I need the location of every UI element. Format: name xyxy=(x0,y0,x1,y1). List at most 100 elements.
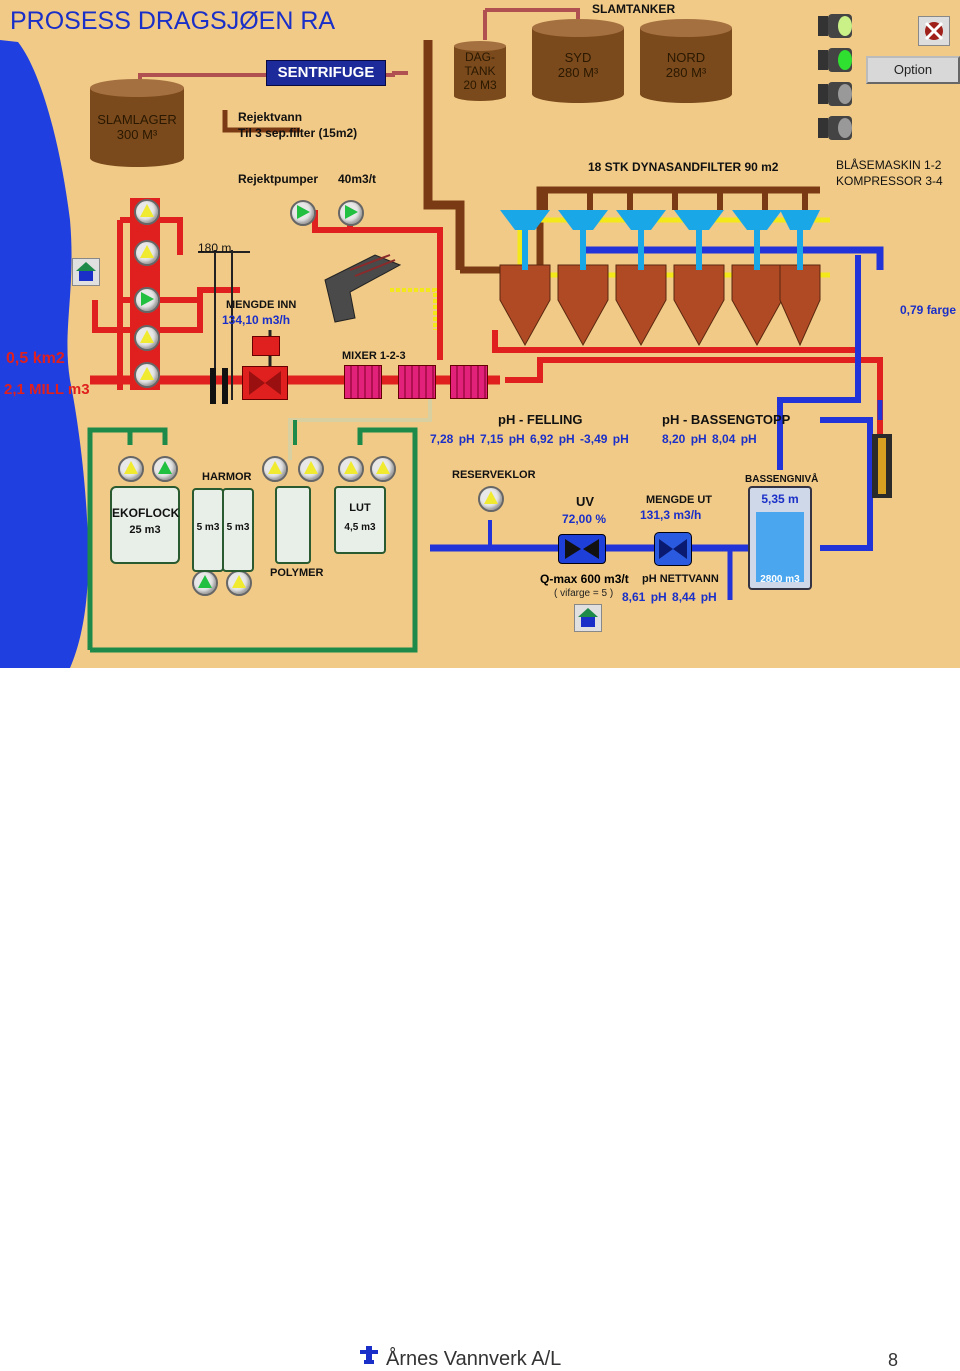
ph-felling-values: 7,28 pH 7,15 pH 6,92 pH -3,49 pH xyxy=(430,432,629,446)
intake-pump-1[interactable] xyxy=(134,199,160,225)
close-icon xyxy=(924,21,944,41)
harmor-tank-1: 5 m3 xyxy=(192,488,224,572)
bassengniva-value: 5,35 m xyxy=(761,492,799,506)
screen-unit xyxy=(324,254,402,323)
option-button[interactable]: Option xyxy=(866,56,960,84)
reserveklor-label: RESERVEKLOR xyxy=(452,469,536,481)
mixer-label: MIXER 1-2-3 xyxy=(342,350,406,362)
sentrifuge-label: SENTRIFUGE xyxy=(277,64,375,81)
rejektpumper-label: Rejektpumper xyxy=(238,172,319,186)
bassengniva-label: BASSENGNIVÅ xyxy=(745,474,819,485)
intake-house-button[interactable] xyxy=(72,258,100,286)
alarm-close-button[interactable] xyxy=(918,16,950,46)
lut-label: LUT xyxy=(349,502,371,514)
polymer-label: POLYMER xyxy=(270,567,324,579)
rejekt-pump-2[interactable] xyxy=(338,200,364,226)
distance-label: 180 m xyxy=(198,241,232,255)
mixer-1[interactable] xyxy=(344,365,382,399)
pump-icon xyxy=(376,461,390,474)
rejektvann-label: Rejektvann xyxy=(238,110,303,124)
syd-tank xyxy=(532,19,624,103)
intake-pump-5[interactable] xyxy=(134,362,160,388)
pump-icon xyxy=(268,461,282,474)
uv-label: UV xyxy=(576,494,595,509)
house-icon xyxy=(578,608,598,627)
intake-pump-3[interactable] xyxy=(134,287,160,313)
pump-icon xyxy=(140,245,154,258)
slamlager-tank xyxy=(90,79,184,167)
harmor-pump-2[interactable] xyxy=(226,570,252,596)
outlet-house-button[interactable] xyxy=(574,604,602,632)
lut-pump-1[interactable] xyxy=(338,456,364,482)
lut-pump-2[interactable] xyxy=(370,456,396,482)
pump-icon xyxy=(140,204,154,217)
mengde-ut-value: 131,3 m3/h xyxy=(640,508,702,522)
harmor-tank-2: 5 m3 xyxy=(222,488,254,572)
mixer-3[interactable] xyxy=(450,365,488,399)
harmor-label: HARMOR xyxy=(202,471,252,483)
sentrifuge-box[interactable]: SENTRIFUGE xyxy=(266,60,386,86)
rejekt-flow-value: 40m3/t xyxy=(338,172,377,186)
pump-icon xyxy=(198,575,212,588)
outflow-meter[interactable] xyxy=(654,532,692,566)
polymer-pump-1[interactable] xyxy=(262,456,288,482)
uv-unit[interactable] xyxy=(558,534,606,564)
nord-tank xyxy=(640,19,732,103)
ekoflock-label: EKOFLOCK xyxy=(112,506,180,520)
valve-icon xyxy=(659,539,687,559)
pump-icon xyxy=(297,205,310,219)
blasemaskin-label: BLÅSEMASKIN 1-2 xyxy=(836,158,942,172)
rejekt-pump-1[interactable] xyxy=(290,200,316,226)
harmor-pump-1[interactable] xyxy=(192,570,218,596)
ekoflock-pump-2[interactable] xyxy=(152,456,178,482)
mengde-ut-label: MENGDE UT xyxy=(646,494,712,506)
polymer-pump-2[interactable] xyxy=(298,456,324,482)
kompressor-label: KOMPRESSOR 3-4 xyxy=(836,174,943,188)
dagtank-tank xyxy=(454,41,506,101)
ph-nettvann-label: pH NETTVANN xyxy=(642,573,719,585)
intake-pump-2[interactable] xyxy=(134,240,160,266)
pump-icon xyxy=(140,330,154,343)
qmax-label: Q-max 600 m3/t xyxy=(540,572,629,586)
status-lamps xyxy=(816,12,856,142)
level-gauge xyxy=(872,434,892,498)
lake-volume-label: 2,1 MILL m3 xyxy=(4,381,90,398)
ph-felling-label: pH - FELLING xyxy=(498,412,583,427)
reserveklor-pump[interactable] xyxy=(478,486,504,512)
pump-icon xyxy=(140,367,154,380)
ekoflock-pump-1[interactable] xyxy=(118,456,144,482)
pump-icon xyxy=(141,292,154,306)
house-icon xyxy=(76,262,96,281)
pump-icon xyxy=(345,205,358,219)
page-number: 8 xyxy=(888,1350,899,1370)
lake-area-label: 0,5 km2 xyxy=(6,350,65,367)
mengde-inn-label: MENGDE INN xyxy=(226,299,297,311)
ph-bassengtopp-values: 8,20 pH 8,04 pH xyxy=(662,432,757,446)
pump-icon xyxy=(484,491,498,504)
slide-footer: Årnes Vannverk A/L 8 xyxy=(0,668,960,1370)
pump-icon xyxy=(304,461,318,474)
mengde-inn-value: 134,10 m3/h xyxy=(222,313,291,327)
lut-volume: 4,5 m3 xyxy=(344,522,376,533)
ekoflock-volume: 25 m3 xyxy=(129,524,161,536)
flow-meter-head xyxy=(252,336,280,356)
flow-meter-body xyxy=(242,366,288,400)
bassengniva-fill xyxy=(756,512,804,582)
pump-icon xyxy=(232,575,246,588)
ekoflock-tank: EKOFLOCK 25 m3 xyxy=(110,486,180,564)
ph-bassengtopp-label: pH - BASSENGTOPP xyxy=(662,412,791,427)
sandfilter-label: 18 STK DYNASANDFILTER 90 m2 xyxy=(588,160,779,174)
intake-pump-4[interactable] xyxy=(134,325,160,351)
ph-nettvann-values: 8,61 pH 8,44 pH xyxy=(622,590,717,604)
mixer-2[interactable] xyxy=(398,365,436,399)
faucet-icon xyxy=(360,1346,378,1364)
polymer-tank xyxy=(275,486,311,564)
page-title: PROSESS DRAGSJØEN RA xyxy=(10,7,336,35)
bassengniva-tank: 5,35 m 2800 m3 xyxy=(748,486,812,590)
uv-lamp-icon xyxy=(565,539,599,559)
